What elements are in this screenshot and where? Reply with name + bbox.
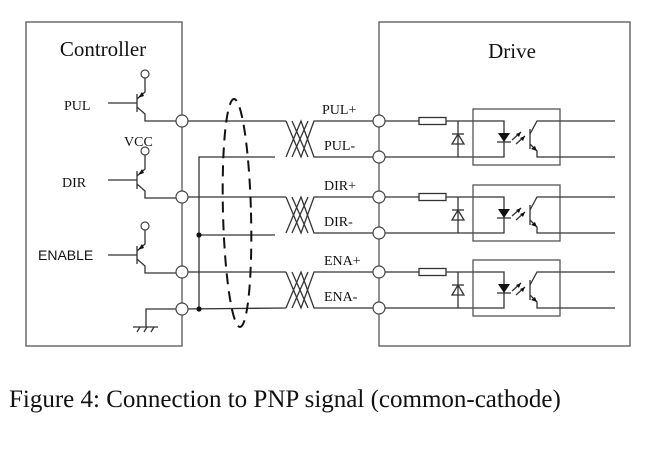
- supply-terminal-icon: [140, 146, 150, 156]
- supply-terminal-icon: [140, 221, 150, 231]
- drive-terminal-icon: [372, 150, 386, 164]
- optocoupler-stage-ena: [379, 259, 615, 317]
- resistor-icon: [418, 192, 447, 202]
- supply-terminal-icon: [140, 69, 150, 79]
- terminal-label-dir-minus: DIR-: [324, 215, 353, 230]
- terminal-label-ena-plus: ENA+: [324, 254, 361, 269]
- optocoupler-stage-pul: [379, 108, 615, 166]
- controller-terminal-icon: [175, 265, 189, 279]
- controller-terminal-icon: [175, 302, 189, 316]
- terminal-label-dir-plus: DIR+: [324, 179, 356, 194]
- drive-terminal-icon: [372, 114, 386, 128]
- controller-terminal-icon: [175, 114, 189, 128]
- figure-caption: Figure 4: Connection to PNP signal (comm…: [9, 386, 561, 413]
- led-icon: [498, 284, 510, 293]
- led-icon: [498, 133, 510, 142]
- common-return-bus: [196, 156, 275, 312]
- cable-shield: [221, 98, 253, 328]
- signal-label-pul: PUL: [64, 99, 90, 114]
- ground-icon: [133, 308, 182, 333]
- resistor-icon: [418, 116, 447, 126]
- resistor-icon: [418, 267, 447, 277]
- vcc-label: VCC: [124, 135, 153, 150]
- controller-box: [25, 21, 183, 347]
- light-arrows-icon: [511, 131, 526, 145]
- drive-terminal-icon: [372, 226, 386, 240]
- diode-icon: [450, 208, 466, 221]
- optocoupler-box: [472, 184, 561, 242]
- optocoupler-stage-dir: [379, 184, 615, 242]
- terminal-label-pul-minus: PUL-: [324, 139, 355, 154]
- twisted-pair-ena: [181, 270, 379, 310]
- pnp-transistor-enable-icon: [108, 221, 182, 274]
- signal-label-dir: DIR: [62, 176, 87, 191]
- led-icon: [498, 209, 510, 218]
- signal-label-enable: ENABLE: [38, 247, 93, 263]
- drive-box: [378, 21, 631, 347]
- terminal-label-ena-minus: ENA-: [324, 290, 358, 305]
- pnp-transistor-dir-icon: [108, 146, 182, 199]
- light-arrows-icon: [511, 207, 526, 221]
- optocoupler-box: [472, 259, 561, 317]
- optocoupler-box: [472, 108, 561, 166]
- controller-terminal-icon: [175, 190, 189, 204]
- drive-terminal-icon: [372, 190, 386, 204]
- terminal-label-pul-plus: PUL+: [322, 103, 356, 118]
- drive-terminal-icon: [372, 265, 386, 279]
- drive-title: Drive: [488, 39, 536, 63]
- controller-title: Controller: [60, 37, 146, 61]
- diode-icon: [450, 132, 466, 145]
- light-arrows-icon: [511, 282, 526, 296]
- diode-icon: [450, 283, 466, 296]
- twisted-pair-pul: [182, 119, 379, 159]
- drive-terminal-icon: [372, 301, 386, 315]
- pnp-transistor-pul-icon: [108, 69, 182, 122]
